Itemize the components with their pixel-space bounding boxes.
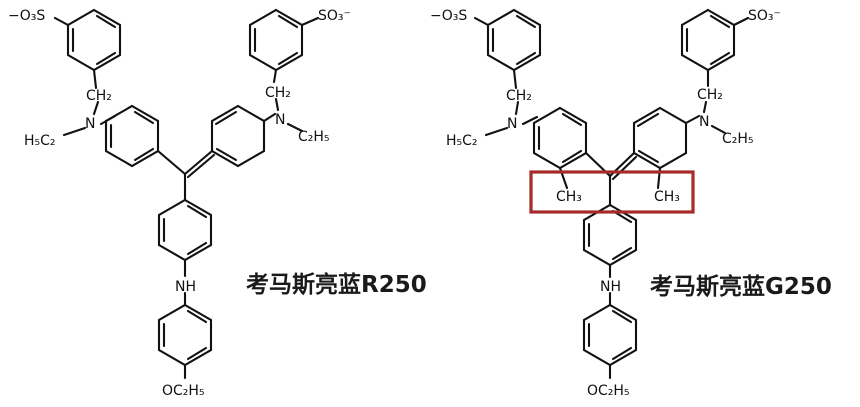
label-ch2-right-g: CH₂ bbox=[697, 87, 723, 103]
label-ch2-right: CH₂ bbox=[265, 85, 291, 101]
label-ethyl-left: H₅C₂ bbox=[24, 133, 56, 149]
ring-central-lower-g bbox=[582, 203, 638, 267]
label-so3-left: −O₃S bbox=[8, 8, 45, 24]
ring-aryl-left bbox=[104, 104, 160, 168]
ring-central-lower bbox=[157, 198, 213, 262]
methyl-highlight-box bbox=[529, 170, 695, 214]
ring-aryl-left-g bbox=[532, 106, 588, 170]
label-so3-right: SO₃⁻ bbox=[318, 8, 351, 24]
ring-phenoxy-g bbox=[582, 303, 638, 367]
label-ethyl-left-g: H₅C₂ bbox=[446, 133, 478, 149]
label-n-left-g: N bbox=[507, 116, 517, 132]
caption-r250: 考马斯亮蓝R250 bbox=[246, 271, 427, 298]
ring-benzyl-right bbox=[248, 8, 304, 72]
label-so3-left-g: −O₃S bbox=[430, 8, 467, 24]
molecule-r250: −O₃S SO₃⁻ CH₂ CH₂ N N H₅C₂ C₂H₅ NH OC₂H₅… bbox=[8, 8, 427, 399]
ring-benzyl-right-g bbox=[680, 8, 736, 72]
ring-benzyl-left bbox=[66, 8, 122, 72]
molecule-g250: −O₃S SO₃⁻ CH₂ CH₂ N N H₅C₂ C₂H₅ CH₃ CH₃ … bbox=[430, 8, 832, 399]
ring-phenoxy bbox=[157, 303, 213, 367]
label-nh-g: NH bbox=[600, 279, 621, 295]
caption-g250: 考马斯亮蓝G250 bbox=[650, 273, 832, 300]
label-n-right: N bbox=[275, 112, 285, 128]
label-ethyl-right: C₂H₅ bbox=[298, 129, 330, 145]
label-ch2-left: CH₂ bbox=[86, 88, 112, 104]
label-ch2-left-g: CH₂ bbox=[506, 88, 532, 104]
label-n-left: N bbox=[85, 116, 95, 132]
label-nh: NH bbox=[175, 279, 196, 295]
label-ethoxy: OC₂H₅ bbox=[162, 383, 205, 399]
label-n-right-g: N bbox=[699, 114, 709, 130]
label-ethoxy-g: OC₂H₅ bbox=[587, 383, 630, 399]
ring-benzyl-left-g bbox=[486, 8, 542, 72]
label-methyl-left: CH₃ bbox=[556, 189, 582, 205]
label-ethyl-right-g: C₂H₅ bbox=[722, 131, 754, 147]
ring-quinoid-right bbox=[210, 104, 266, 168]
label-methyl-right: CH₃ bbox=[654, 189, 680, 205]
ring-quinoid-right-g bbox=[632, 106, 688, 170]
label-so3-right-g: SO₃⁻ bbox=[748, 8, 781, 24]
